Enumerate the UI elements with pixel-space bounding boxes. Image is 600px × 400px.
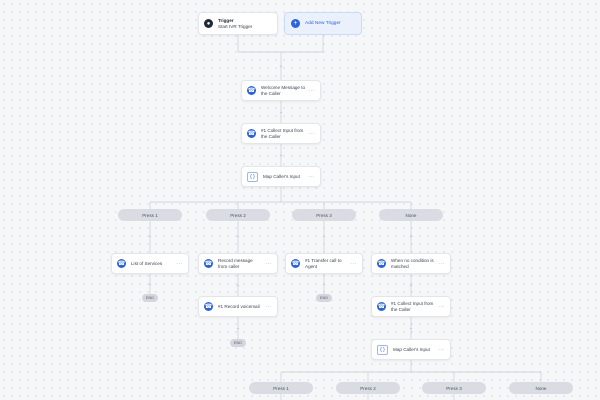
- no-condition-node[interactable]: ☎ When no condition is matched ···: [371, 253, 451, 274]
- phone-icon: ☎: [377, 302, 386, 311]
- more-icon[interactable]: ···: [265, 303, 272, 310]
- node-label: #1 Collect Input from the Caller: [391, 301, 434, 312]
- add-step-icon[interactable]: +: [149, 234, 152, 240]
- branch-pill-none-b[interactable]: None: [509, 382, 573, 394]
- branch-pill-press-3-b[interactable]: Press 3: [422, 382, 486, 394]
- add-step-icon[interactable]: +: [237, 326, 240, 332]
- node-label: List of Services: [131, 260, 163, 266]
- end-pill: END: [230, 339, 246, 347]
- branch-pill-press-1[interactable]: Press 1: [118, 209, 182, 221]
- phone-icon: ☎: [247, 129, 256, 138]
- add-step-icon[interactable]: +: [280, 153, 283, 159]
- add-step-icon[interactable]: +: [323, 234, 326, 240]
- braces-icon: { }: [247, 171, 258, 182]
- end-pill: END: [142, 294, 158, 302]
- more-icon[interactable]: ···: [176, 260, 183, 267]
- add-step-icon[interactable]: +: [280, 64, 283, 70]
- node-label: #1 Record voicemail: [218, 303, 260, 309]
- braces-icon: { }: [377, 344, 388, 355]
- add-step-icon[interactable]: +: [237, 283, 240, 289]
- node-label: Record message from caller: [218, 258, 253, 269]
- more-icon[interactable]: ···: [308, 130, 315, 137]
- phone-icon: ☎: [247, 86, 256, 95]
- add-step-icon[interactable]: +: [410, 283, 413, 289]
- add-step-icon[interactable]: +: [410, 326, 413, 332]
- phone-icon: ☎: [204, 302, 213, 311]
- add-trigger-label: Add New Trigger: [305, 21, 341, 26]
- phone-icon: ☎: [291, 259, 300, 268]
- node-label: Map Caller's Input: [393, 346, 430, 352]
- add-step-icon[interactable]: +: [280, 110, 283, 116]
- add-step-icon[interactable]: +: [410, 234, 413, 240]
- collect-input-node[interactable]: ☎ #1 Collect Input from the Caller ···: [241, 123, 321, 144]
- more-icon[interactable]: ···: [308, 173, 315, 180]
- node-label: Welcome Message to the Caller: [261, 85, 306, 96]
- branch-pill-press-3[interactable]: Press 3: [292, 209, 356, 221]
- record-voicemail-node[interactable]: ☎ #1 Record voicemail ···: [198, 296, 278, 317]
- node-label: When no condition is matched: [391, 258, 434, 269]
- node-label: Map Caller's Input: [263, 173, 300, 179]
- node-label: #1 Transfer call to Agent: [305, 258, 342, 269]
- more-icon[interactable]: ···: [438, 303, 445, 310]
- add-step-icon[interactable]: +: [149, 282, 152, 288]
- collect-input-node-2[interactable]: ☎ #1 Collect Input from the Caller ···: [371, 296, 451, 317]
- trigger-subtitle: Start IVR Trigger: [218, 23, 253, 29]
- map-input-node[interactable]: { } Map Caller's Input ···: [241, 166, 321, 187]
- transfer-call-node[interactable]: ☎ #1 Transfer call to Agent ···: [285, 253, 363, 274]
- more-icon[interactable]: ···: [308, 87, 315, 94]
- trigger-icon: ●: [204, 19, 213, 28]
- add-trigger-button[interactable]: + Add New Trigger: [284, 12, 362, 35]
- phone-icon: ☎: [117, 259, 126, 268]
- branch-pill-press-1-b[interactable]: Press 1: [249, 382, 313, 394]
- add-step-icon[interactable]: +: [237, 234, 240, 240]
- plus-icon: +: [291, 19, 300, 28]
- branch-pill-none[interactable]: None: [379, 209, 443, 221]
- add-step-icon[interactable]: +: [323, 282, 326, 288]
- trigger-node[interactable]: ● Trigger Start IVR Trigger: [198, 12, 278, 35]
- more-icon[interactable]: ···: [438, 346, 445, 353]
- record-message-node[interactable]: ☎ Record message from caller ···: [198, 253, 278, 274]
- phone-icon: ☎: [204, 259, 213, 268]
- branch-pill-press-2[interactable]: Press 2: [206, 209, 270, 221]
- welcome-message-node[interactable]: ☎ Welcome Message to the Caller ···: [241, 80, 321, 101]
- trigger-title: Trigger: [218, 18, 234, 24]
- more-icon[interactable]: ···: [265, 260, 272, 267]
- branch-pill-press-2-b[interactable]: Press 2: [336, 382, 400, 394]
- end-pill: END: [316, 294, 332, 302]
- more-icon[interactable]: ···: [350, 260, 357, 267]
- list-of-services-node[interactable]: ☎ List of Services ···: [111, 253, 189, 274]
- phone-icon: ☎: [377, 259, 386, 268]
- more-icon[interactable]: ···: [438, 260, 445, 267]
- node-label: #1 Collect Input from the Caller: [261, 128, 304, 139]
- map-input-node-2[interactable]: { } Map Caller's Input ···: [371, 339, 451, 360]
